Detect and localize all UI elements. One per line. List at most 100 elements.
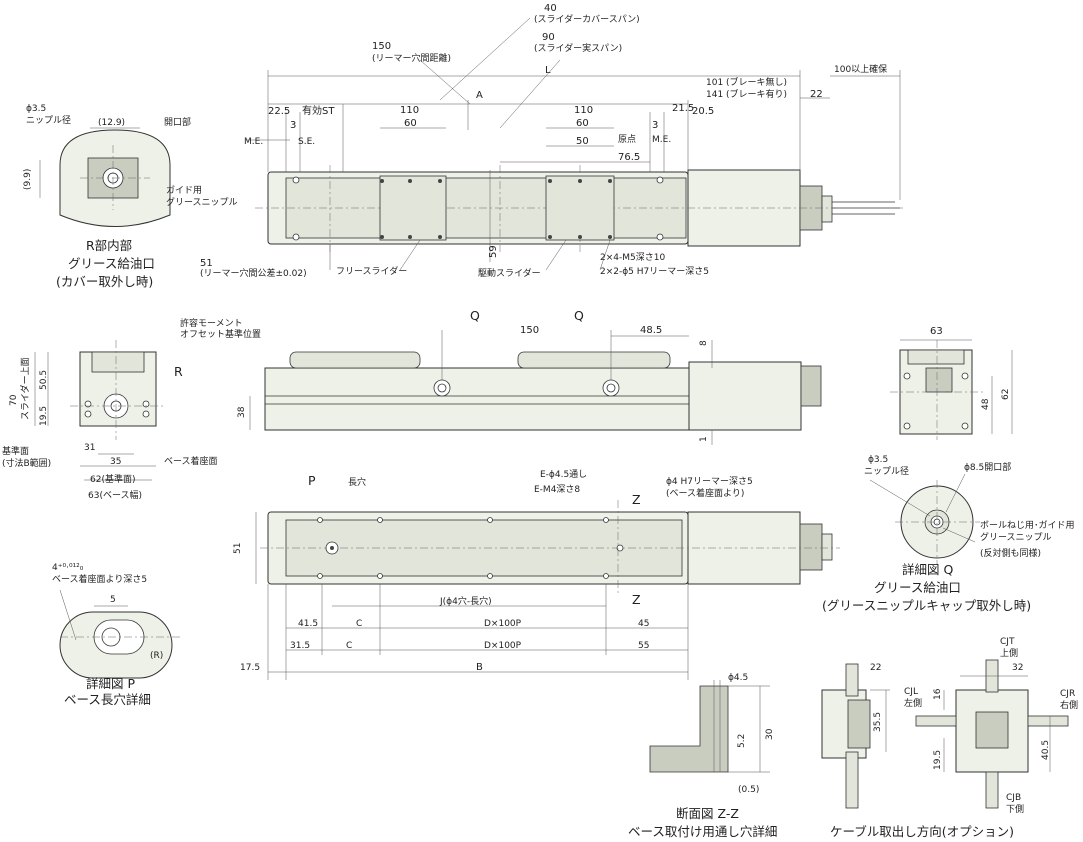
c-cjr-1: CJR (1060, 689, 1075, 699)
d8: 8 (699, 340, 709, 346)
drive-slider: 駆動スライダー (478, 267, 541, 279)
q-phi35: ϕ3.5 (868, 455, 888, 465)
end-view-right (890, 339, 1013, 440)
reamer-dist-txt: (リーマー穴間距離) (372, 52, 451, 64)
c-cjb-1: CJB (1006, 793, 1021, 803)
top-view (246, 17, 905, 271)
q-ball-1: ボールねじ用･ガイド用 (980, 520, 1075, 531)
c-cjt-2: 上側 (1000, 647, 1018, 659)
c-19-5: 19.5 (933, 750, 943, 770)
z-0-5: (0.5) (738, 785, 759, 795)
c-cjl-2: 左側 (904, 697, 922, 709)
reamer-dist-val: 150 (372, 41, 391, 52)
d45: 45 (638, 619, 649, 629)
d21-5: 21.5 (672, 103, 694, 114)
q-title-1: 詳細図 Q (902, 562, 953, 577)
d62-ref: 62(基準面) (90, 473, 135, 485)
c-32: 32 (1012, 663, 1023, 673)
ref-face-1: 基準面 (2, 445, 29, 457)
d51: 51 (233, 543, 243, 554)
free-slider: フリースライダー (336, 265, 407, 277)
z-phi45: ϕ4.5 (728, 673, 748, 683)
long-hole: 長穴 (348, 476, 366, 488)
d50: 50 (576, 136, 589, 147)
dim-A: A (476, 90, 483, 101)
p-depth: ベース着座面より深さ5 (52, 573, 147, 585)
B: B (476, 662, 483, 673)
d76-5: 76.5 (618, 152, 640, 163)
slider-cover-span-val: 40 (544, 3, 557, 14)
d1: 1 (699, 436, 709, 442)
cable-views (821, 659, 1069, 809)
phi4-reamer-2: (ベース着座面より) (666, 487, 744, 499)
d62: 62 (1001, 389, 1011, 400)
origin: 原点 (618, 134, 636, 145)
stroke: 有効ST (302, 104, 335, 117)
slider-real-span-txt: (スライダー実スパン) (534, 42, 622, 54)
dim-L: L (545, 65, 551, 76)
guide-nipple-1: ガイド用 (166, 185, 202, 196)
r-title-3: (カバー取外し時) (56, 274, 153, 289)
d110b: 110 (574, 105, 593, 116)
C1: C (356, 619, 362, 629)
d60b: 60 (576, 118, 589, 129)
side-view (249, 330, 822, 445)
c-16: 16 (933, 688, 943, 700)
me2: M.E. (652, 135, 671, 145)
bottom-view (255, 500, 840, 680)
c-cjr-2: 右側 (1060, 699, 1078, 711)
z-5-2: 5.2 (737, 734, 747, 748)
m5: 2×4-M5深さ10 (600, 252, 665, 263)
d3b: 3 (652, 120, 658, 131)
d31-5: 31.5 (290, 641, 310, 651)
d51-reamer-val: 51 (200, 258, 213, 269)
c-cjb-2: 下側 (1006, 803, 1024, 815)
p-tol: 4⁺⁰·⁰¹²₀ (52, 563, 84, 573)
em4: E-M4深さ8 (534, 484, 580, 495)
Dx100a: D×100P (484, 619, 522, 629)
d38: 38 (237, 406, 247, 418)
section-zz (649, 680, 770, 773)
p-title-1: 詳細図 P (86, 676, 135, 691)
d22-5: 22.5 (268, 106, 290, 117)
me1: M.E. (244, 137, 263, 147)
d70: 70 (9, 394, 19, 406)
slider-top: スライダー上面 (19, 357, 31, 420)
label-Q2: Q (574, 308, 584, 323)
d12-9: (12.9) (98, 118, 125, 128)
label-R: R (174, 364, 183, 379)
slider-cover-span-txt: (スライダーカバースパン) (534, 13, 640, 25)
p-title-2: ベース長穴詳細 (64, 692, 151, 707)
label-P: P (308, 473, 316, 488)
d9-9: (9.9) (23, 169, 33, 190)
d60a: 60 (404, 118, 417, 129)
q-ball-2: グリースニップル (980, 531, 1052, 543)
d41-5: 41.5 (298, 619, 318, 629)
q-phi85: ϕ8.5開口部 (964, 461, 1011, 473)
d63-base: 63(ベース幅) (88, 489, 142, 501)
d48: 48 (981, 398, 991, 410)
d59: 59 (488, 245, 499, 258)
d20-5: 20.5 (692, 106, 714, 117)
C2: C (346, 641, 352, 651)
brake-none: 101 (ブレーキ無し) (706, 76, 787, 88)
d63: 63 (930, 326, 943, 337)
J: J(ϕ4穴-長穴) (439, 595, 492, 607)
r-detail (39, 127, 171, 227)
q-ball-3: (反対側も同様) (980, 547, 1041, 559)
d31: 31 (84, 443, 95, 453)
d50-5: 50.5 (39, 370, 49, 390)
Dx100b: D×100P (484, 641, 522, 651)
q-nipple: ニップル径 (864, 465, 909, 477)
e45: E-ϕ4.5通し (540, 469, 587, 480)
guide-nipple-2: グリースニップル (166, 196, 238, 208)
ref-face-2: (寸法B範囲) (2, 457, 51, 469)
end-view-left (34, 340, 165, 481)
moment-1: 許容モーメント (180, 317, 243, 329)
c-35-5: 35.5 (873, 712, 883, 732)
q-detail (869, 473, 980, 565)
z-30: 30 (765, 728, 775, 740)
z-title-1: 断面図 Z-Z (676, 806, 739, 821)
slider-real-span-val: 90 (542, 32, 555, 43)
